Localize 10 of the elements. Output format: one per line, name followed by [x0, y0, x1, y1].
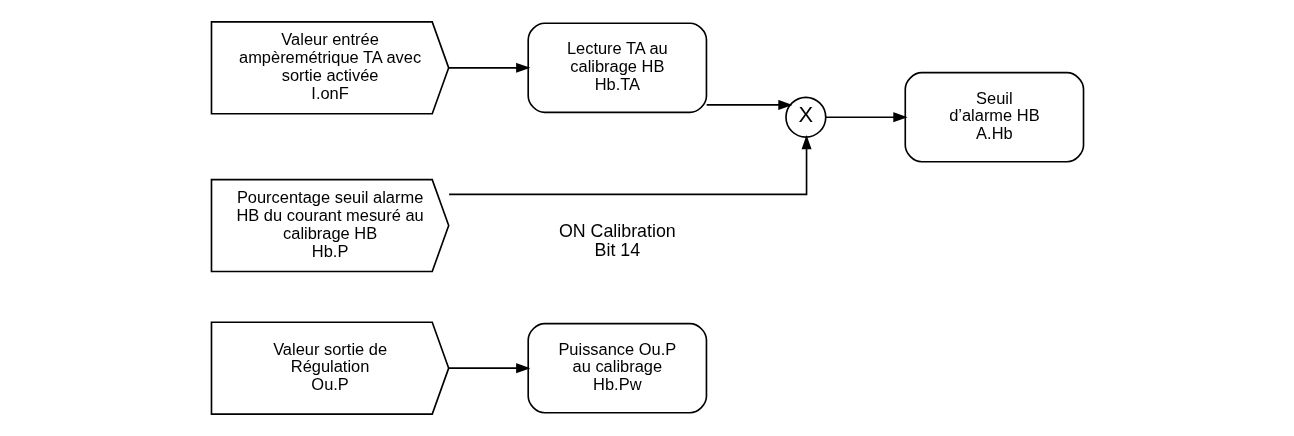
- node-circle: X: [784, 96, 827, 138]
- node-box: Seuil d’alarme HB A.Hb: [903, 71, 1084, 163]
- arrow: [705, 99, 793, 110]
- node-box: Lecture TA au calibrage HB Hb.TA: [526, 22, 707, 114]
- arrow: [447, 62, 530, 73]
- label: ON Calibration Bit 14: [558, 221, 676, 261]
- node-box: Puissance Ou.P au calibrage Hb.Pw: [526, 322, 707, 414]
- arrow: [824, 112, 908, 123]
- arrow: [447, 363, 530, 374]
- arrow: [447, 135, 812, 196]
